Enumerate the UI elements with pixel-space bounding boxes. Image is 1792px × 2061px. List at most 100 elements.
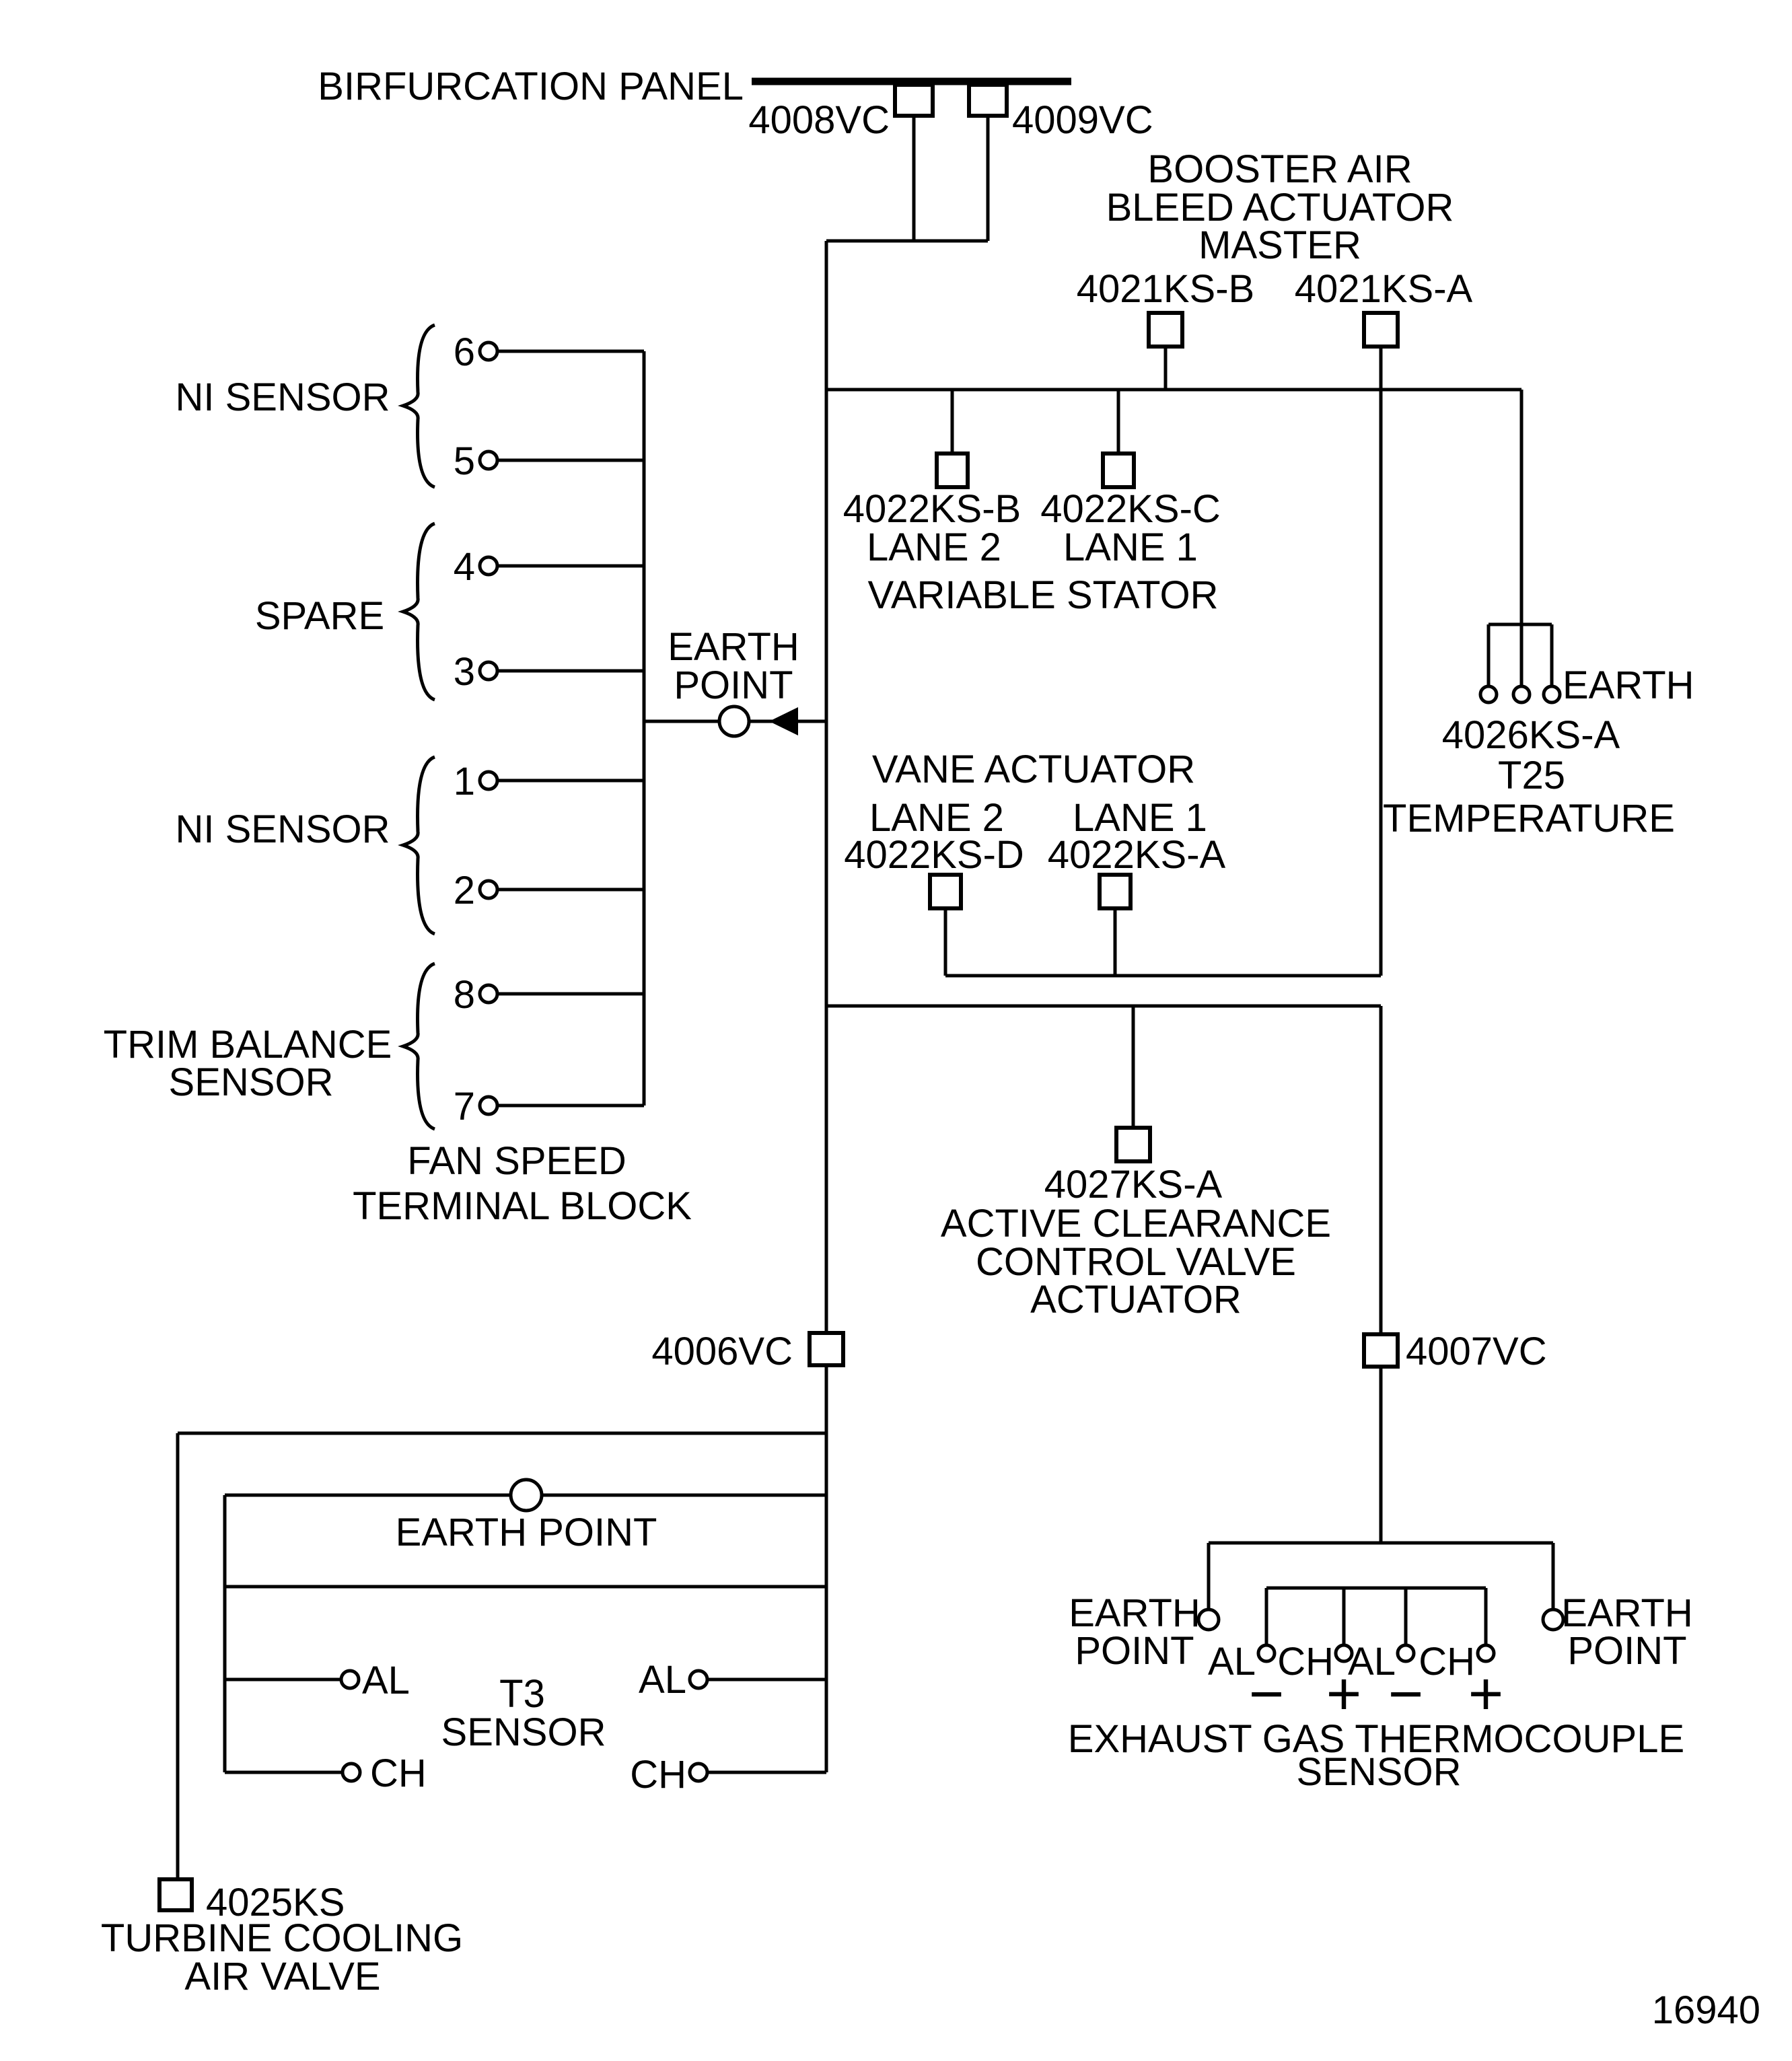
terminal-2-label: 2: [454, 869, 475, 912]
connector-4006vc-label: 4006VC: [651, 1330, 793, 1373]
t3-sensor-wires: [176, 1431, 826, 1879]
switch-4022ks-d-label: 4022KS-D: [844, 833, 1024, 877]
panel-title-label: BIRFURCATION PANEL: [318, 65, 744, 108]
switch-4022ks-a-box: [1098, 873, 1133, 910]
terminal-1-label: 1: [454, 760, 475, 803]
turbine-valve-line2: AIR VALVE: [184, 1955, 380, 1998]
terminal-4-circle: [478, 555, 499, 577]
figure-number: 16940: [1652, 1988, 1760, 2032]
connector-4008vc-label: 4008VC: [748, 98, 890, 142]
acc-valve-id-label: 4027KS-A: [1044, 1163, 1223, 1206]
booster-title-line3: MASTER: [1198, 223, 1361, 267]
fan-terminal-block-wires: [498, 349, 826, 1108]
egt-earth-right-circle: [1541, 1607, 1565, 1632]
earth-point-main-line1: EARTH: [668, 625, 799, 669]
egt-caption-line2: SENSOR: [1297, 1750, 1462, 1794]
acc-valve-line1: ACTIVE CLEARANCE: [941, 1202, 1331, 1245]
vane-lane2-label: LANE 2: [869, 796, 1004, 840]
variable-stator-caption: VARIABLE STATOR: [867, 573, 1218, 617]
egt-polarity-minus1: −: [1249, 1661, 1285, 1728]
terminal-6-circle: [478, 340, 499, 362]
egt-pin-circle-2: [1334, 1643, 1354, 1663]
switch-4022ks-d-box: [928, 873, 963, 910]
spare-label: SPARE: [255, 594, 384, 638]
earth-point-main-circle: [717, 704, 751, 738]
switch-4021ks-b-box: [1147, 311, 1184, 349]
terminal-1-circle: [478, 770, 499, 791]
fan-speed-caption-line1: FAN SPEED: [407, 1139, 626, 1183]
egt-earth-right-line2: POINT: [1567, 1629, 1686, 1673]
egt-pin-al2-label: AL: [1348, 1640, 1396, 1684]
acc-valve-line2: CONTROL VALVE: [976, 1240, 1296, 1284]
terminal-circles: [339, 340, 1565, 1783]
earth-point-arrow-icon: [769, 707, 798, 735]
terminal-4-label: 4: [454, 545, 475, 589]
t3-ch-left-label: CH: [370, 1751, 427, 1795]
acc-valve-bus-wires: [826, 1004, 1383, 1543]
egt-pin-al1-label: AL: [1208, 1640, 1256, 1684]
t3-al-left-label: AL: [362, 1659, 410, 1702]
connector-4007vc-label: 4007VC: [1406, 1330, 1547, 1373]
t3-name-line1: T3: [499, 1672, 545, 1716]
t25-earth-label: EARTH: [1563, 663, 1694, 707]
ni-sensor-top-label: NI SENSOR: [175, 375, 390, 419]
t3-ch-right-label: CH: [630, 1753, 686, 1797]
switch-4022ks-c-box: [1101, 451, 1136, 489]
egt-earth-left-line2: POINT: [1075, 1629, 1194, 1673]
lane2-stator-label: LANE 2: [867, 526, 1001, 569]
terminal-8-circle: [478, 983, 499, 1005]
trim-balance-brace: [398, 962, 436, 1131]
t3-name-line2: SENSOR: [441, 1710, 606, 1754]
egt-polarity-plus1: +: [1326, 1661, 1362, 1728]
switch-4022ks-c-label: 4022KS-C: [1040, 487, 1221, 531]
egt-sensor-wires: [1207, 1541, 1555, 1644]
terminal-6-label: 6: [454, 330, 475, 374]
connector-boxes: [157, 83, 1400, 1912]
egt-pin-ch2-label: CH: [1419, 1640, 1475, 1684]
turbine-valve-line1: TURBINE COOLING: [101, 1916, 463, 1960]
connector-4009vc-box: [967, 83, 1009, 118]
t3-al-right-circle: [688, 1669, 709, 1690]
t25-id-label: 4026KS-A: [1442, 713, 1620, 757]
connector-4006vc-box: [808, 1331, 845, 1367]
t25-name-line1: T25: [1498, 754, 1565, 797]
valve-4025ks-label: 4025KS: [206, 1881, 345, 1924]
valve-4025ks-box: [157, 1877, 194, 1912]
vane-actuator-wires: [943, 908, 1381, 978]
egt-pin-circle-3: [1396, 1643, 1416, 1663]
t3-earth-point-label: EARTH POINT: [396, 1511, 657, 1554]
trim-balance-line1: TRIM BALANCE: [104, 1023, 392, 1066]
egt-earth-right-line1: EARTH: [1561, 1591, 1693, 1635]
ni-sensor-bottom-label: NI SENSOR: [175, 807, 390, 851]
switch-4022ks-a-label: 4022KS-A: [1048, 833, 1226, 877]
variable-stator-bus-wires: [826, 347, 1521, 976]
acc-valve-line3: ACTUATOR: [1030, 1278, 1242, 1322]
terminal-5-label: 5: [454, 439, 475, 483]
trim-balance-line2: SENSOR: [169, 1060, 334, 1104]
egt-pin-circle-1: [1256, 1643, 1277, 1663]
feeder-wires: [824, 116, 990, 1772]
vane-actuator-caption: VANE ACTUATOR: [872, 748, 1195, 791]
egt-caption-line1: EXHAUST GAS THERMOCOUPLE: [1068, 1717, 1684, 1761]
egt-polarity-minus2: −: [1388, 1661, 1424, 1728]
vane-lane1-label: LANE 1: [1073, 796, 1207, 840]
t25-terminal-circle-2: [1511, 684, 1532, 704]
group-braces: [398, 323, 436, 1131]
switch-4022ks-b-label: 4022KS-B: [843, 487, 1021, 531]
t25-sensor-wires: [1486, 390, 1554, 686]
switch-4027ks-a-box: [1114, 1126, 1152, 1163]
connector-4007vc-box: [1362, 1332, 1400, 1369]
t3-earth-point-circle: [509, 1478, 544, 1513]
terminal-8-label: 8: [454, 973, 475, 1017]
t25-terminal-circle-1: [1478, 684, 1499, 704]
terminal-7-label: 7: [454, 1085, 475, 1128]
switch-4021ks-a-box: [1362, 311, 1400, 349]
egt-pin-circle-4: [1476, 1643, 1496, 1663]
terminal-5-circle: [478, 449, 499, 471]
egt-earth-left-line1: EARTH: [1069, 1591, 1200, 1635]
t25-terminal-circle-3: [1542, 684, 1562, 704]
t3-ch-left-circle: [341, 1762, 362, 1783]
egt-polarity-plus2: +: [1468, 1661, 1504, 1728]
